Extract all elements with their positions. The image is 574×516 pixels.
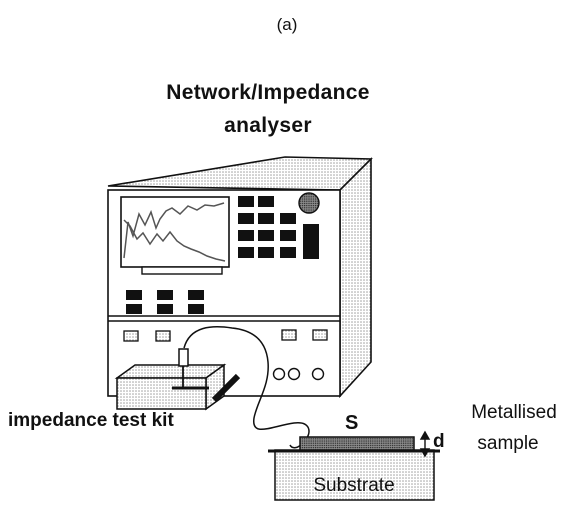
label-s: S (345, 412, 358, 434)
softkey (157, 304, 173, 314)
key (258, 247, 274, 258)
key (258, 196, 274, 207)
dial-icon (272, 367, 286, 381)
label-impedance-test-kit: impedance test kit (8, 410, 174, 431)
softkey (126, 304, 142, 314)
softkey (126, 290, 142, 300)
test-kit-front (116, 377, 207, 410)
key (280, 230, 296, 241)
port-connector (312, 329, 328, 341)
analyser-title-line2: analyser (224, 114, 312, 137)
trace-upper (123, 202, 225, 259)
trace-lower (123, 219, 226, 262)
key (238, 196, 254, 207)
substrate-block (268, 449, 440, 501)
softkey (157, 290, 173, 300)
key (280, 213, 296, 224)
rotary-knob-icon (298, 192, 320, 214)
substrate (274, 449, 435, 501)
network-analyser-instrument (107, 156, 373, 399)
softkey (188, 290, 204, 300)
analyser-side-face (339, 157, 372, 399)
analyser-dials (272, 367, 325, 381)
impedance-test-kit (114, 348, 241, 411)
arrow-up-icon (419, 430, 431, 440)
metallised-film (299, 436, 415, 451)
key (238, 230, 254, 241)
label-d: d (433, 431, 445, 452)
analyser-softkeys (126, 290, 204, 314)
tall-key (303, 224, 319, 259)
clamp-lever (211, 373, 241, 403)
label-sample: sample (477, 433, 538, 454)
softkey (188, 304, 204, 314)
port-connector (281, 329, 297, 341)
arrow-down-icon (419, 448, 431, 458)
port-connector (155, 330, 171, 342)
key (258, 213, 274, 224)
screen-frame (120, 196, 230, 268)
analyser-top-face (107, 156, 373, 191)
panel-label: (a) (277, 15, 298, 34)
dial-icon (311, 367, 325, 381)
analyser-ports (123, 329, 328, 342)
key (280, 247, 296, 258)
floppy-slot (141, 266, 223, 275)
port-connector (123, 330, 139, 342)
label-metallised: Metallised (471, 402, 557, 423)
dial-icon (287, 367, 301, 381)
test-kit-probe (178, 348, 189, 367)
key (238, 213, 254, 224)
label-substrate: Substrate (313, 475, 394, 496)
analyser-screen (120, 196, 230, 268)
analyser-title-line1: Network/Impedance (166, 81, 370, 104)
key (238, 247, 254, 258)
thickness-arrow (419, 430, 431, 458)
analyser-keypad (238, 192, 320, 259)
key (258, 230, 274, 241)
